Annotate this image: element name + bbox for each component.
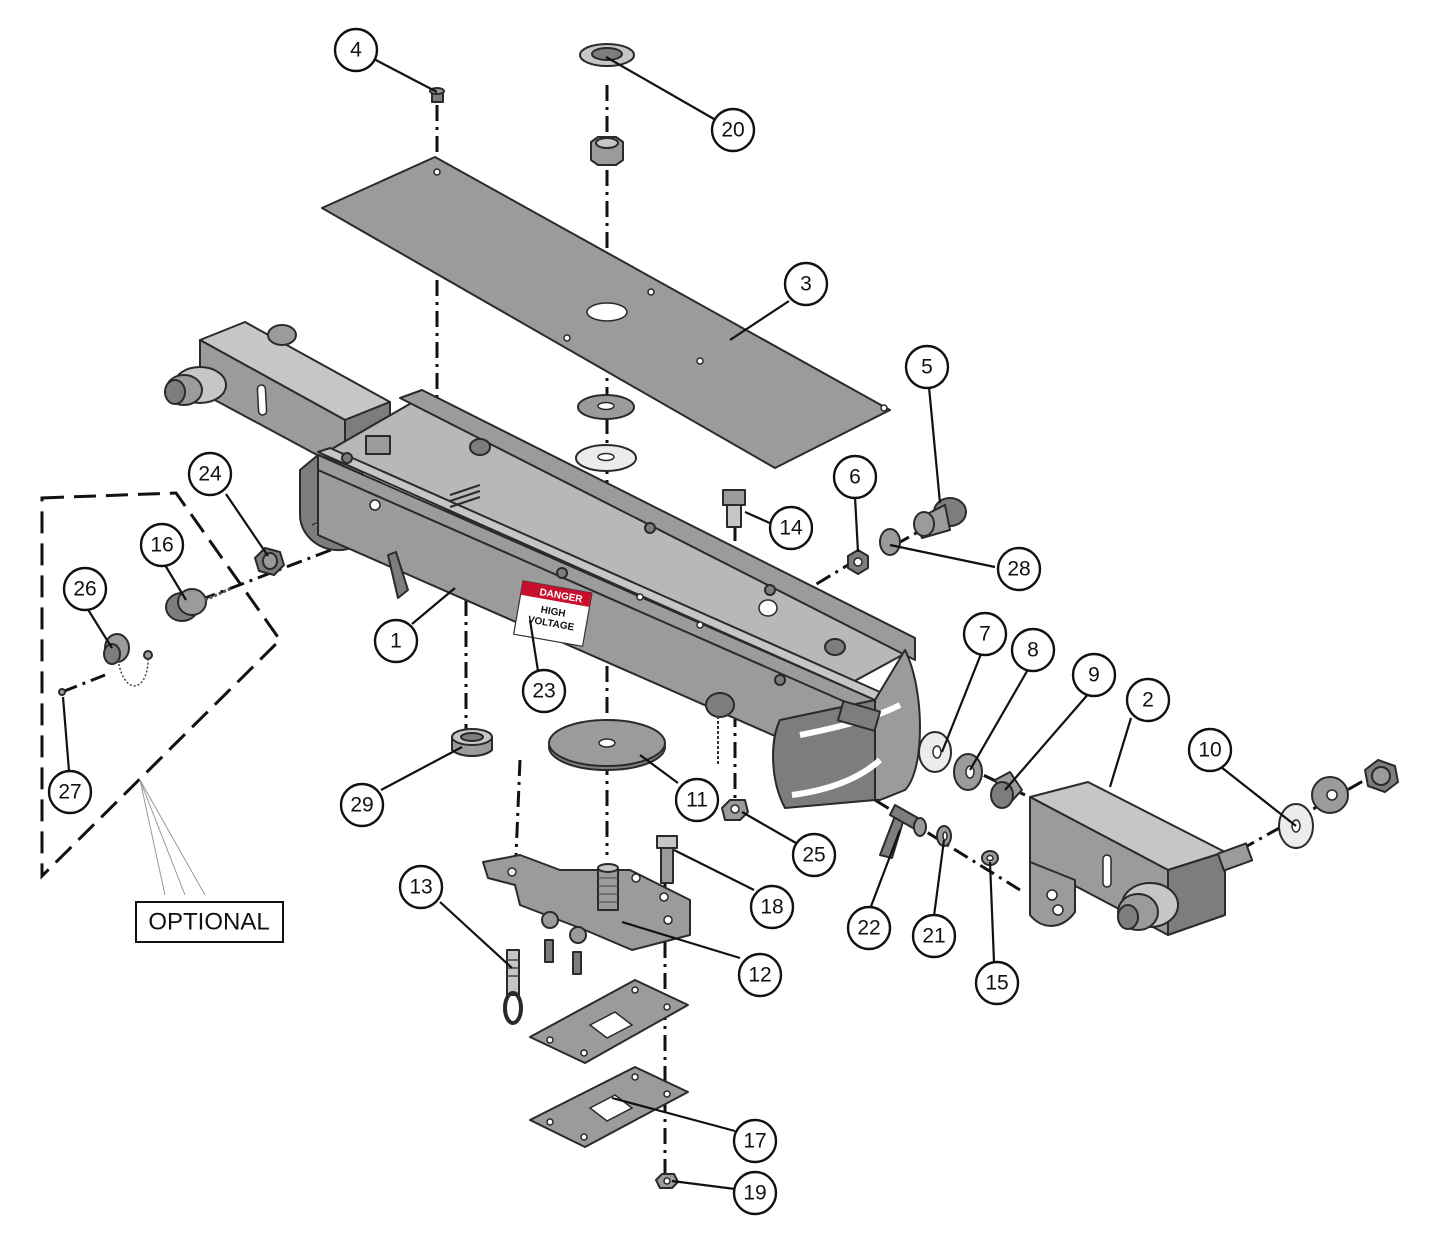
leader-lines: [61, 56, 1297, 1191]
callout-14: 14: [768, 505, 814, 551]
callout-18: 18: [749, 884, 795, 930]
eye-pin-13: [503, 949, 523, 1025]
svg-text:22: 22: [857, 917, 880, 940]
callout-7: 7: [962, 611, 1008, 657]
svg-text:21: 21: [922, 925, 945, 948]
callout-9: 9: [1071, 652, 1117, 698]
hex-nut-6: [847, 549, 869, 575]
svg-text:24: 24: [198, 463, 222, 486]
danger-warning-label: DANGER HIGH VOLTAGE: [512, 580, 593, 648]
top-lock-nut: [590, 136, 624, 166]
callout-5: 5: [904, 344, 950, 390]
spacer-9: [990, 771, 1023, 809]
hex-nut-right: [1364, 759, 1399, 793]
top-bushing: [579, 43, 635, 67]
callout-bubbles: 1 2 3 4 5 6 7 8 9 10 11 12 13 14 15 16 1…: [47, 27, 1233, 1216]
mounting-plate-upper: [529, 979, 689, 1064]
optional-parts-boundary: [40, 491, 282, 880]
lock-washer-28: [879, 528, 901, 556]
connector-nut-24: [254, 547, 285, 576]
washer-15: [981, 850, 999, 866]
svg-text:15: 15: [985, 972, 1008, 995]
flat-washer-upper: [577, 394, 635, 420]
svg-text:10: 10: [1198, 739, 1221, 762]
svg-text:28: 28: [1007, 558, 1030, 581]
callout-11: 11: [674, 777, 720, 823]
svg-text:18: 18: [760, 896, 783, 919]
callout-22: 22: [846, 905, 892, 951]
hex-bolt-18: [656, 835, 678, 884]
svg-text:4: 4: [350, 39, 362, 62]
svg-text:17: 17: [743, 1130, 766, 1153]
optional-label: OPTIONAL: [135, 901, 284, 943]
flat-washer-right: [1311, 776, 1349, 814]
danger-label-line1: HIGH: [540, 605, 567, 620]
optional-label-text: OPTIONAL: [148, 909, 269, 936]
cable-gland: [913, 497, 967, 539]
svg-text:23: 23: [532, 680, 555, 703]
svg-text:26: 26: [73, 578, 96, 601]
callout-26: 26: [62, 566, 108, 612]
svg-text:9: 9: [1088, 664, 1100, 687]
svg-text:20: 20: [721, 119, 744, 142]
main-channel-beam: [299, 389, 921, 809]
svg-text:11: 11: [686, 789, 708, 812]
callout-19: 19: [732, 1170, 778, 1216]
svg-text:19: 19: [743, 1182, 766, 1205]
svg-text:8: 8: [1027, 639, 1039, 662]
svg-text:13: 13: [409, 876, 432, 899]
clamp-handle-22: [879, 804, 927, 859]
cover-plate: [321, 156, 891, 469]
callout-1: 1: [373, 618, 419, 664]
svg-text:2: 2: [1142, 689, 1154, 712]
callout-15: 15: [974, 960, 1020, 1006]
callout-6: 6: [832, 454, 878, 500]
callout-25: 25: [791, 832, 837, 878]
screw-27: [58, 688, 66, 696]
svg-text:5: 5: [921, 356, 933, 379]
callout-3: 3: [783, 261, 829, 307]
svg-text:6: 6: [849, 466, 861, 489]
svg-text:27: 27: [58, 781, 81, 804]
hex-bolt: [722, 489, 746, 528]
washer-8: [953, 753, 983, 791]
callout-12: 12: [737, 952, 783, 998]
right-end-bracket: [1029, 781, 1254, 936]
callout-10: 10: [1187, 727, 1233, 773]
svg-text:7: 7: [979, 623, 991, 646]
callout-27: 27: [47, 769, 93, 815]
callout-17: 17: [732, 1118, 778, 1164]
svg-text:29: 29: [350, 794, 373, 817]
callout-21: 21: [911, 913, 957, 959]
large-disc-washer: [548, 719, 666, 771]
svg-text:14: 14: [779, 517, 803, 540]
callout-23: 23: [521, 668, 567, 714]
optional-pointer-lines: [139, 779, 206, 896]
callout-13: 13: [398, 864, 444, 910]
callout-20: 20: [710, 107, 756, 153]
svg-text:3: 3: [800, 273, 812, 296]
washer-7: [918, 731, 952, 773]
callout-2: 2: [1125, 677, 1171, 723]
svg-text:12: 12: [748, 964, 771, 987]
bushing-29: [451, 728, 493, 757]
connector-cap-26: [103, 633, 153, 687]
svg-text:16: 16: [150, 534, 173, 557]
svg-text:25: 25: [802, 844, 825, 867]
callout-16: 16: [139, 522, 185, 568]
washer-21: [936, 825, 952, 847]
callout-28: 28: [996, 546, 1042, 592]
svg-text:1: 1: [390, 630, 402, 653]
callout-8: 8: [1010, 627, 1056, 673]
callout-29: 29: [339, 782, 385, 828]
callout-4: 4: [333, 27, 379, 73]
flange-nut-25: [721, 799, 749, 821]
callout-24: 24: [187, 451, 233, 497]
flat-washer-lower: [575, 444, 637, 472]
